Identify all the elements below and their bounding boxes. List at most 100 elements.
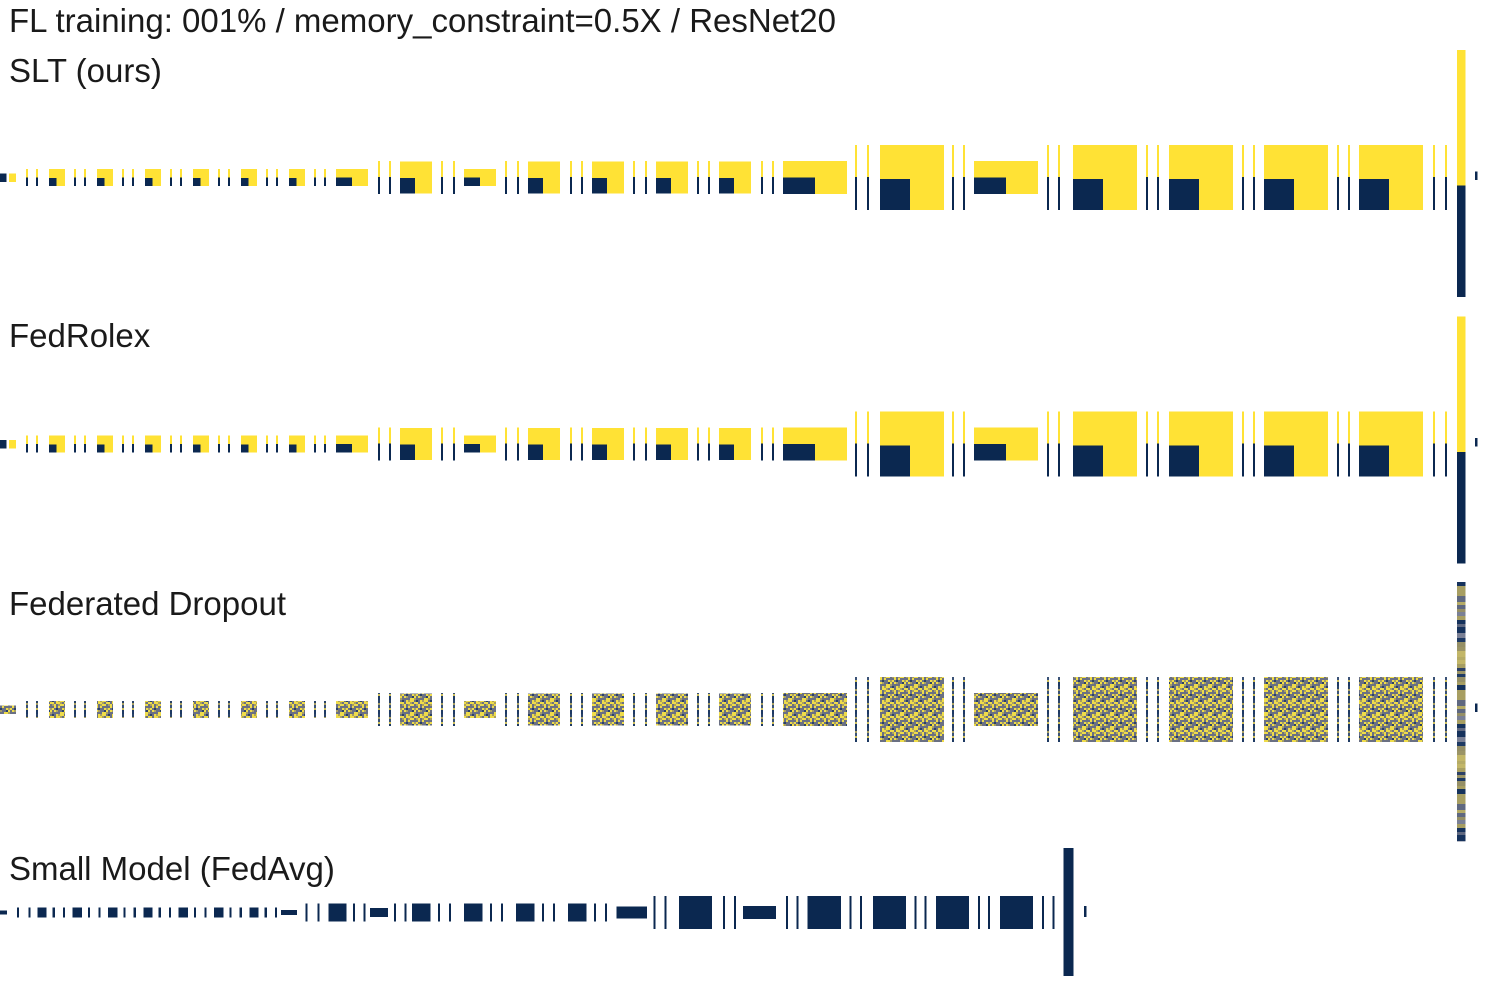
bn-tick	[1146, 677, 1149, 742]
bn-tick	[605, 903, 608, 922]
conv-block-trained	[464, 444, 480, 453]
bn-tick	[133, 907, 136, 918]
bn-tick	[697, 693, 700, 726]
bn-tick	[570, 177, 573, 194]
bn-tick	[276, 701, 279, 718]
bn-tick	[449, 903, 452, 922]
row-label-small-model: Small Model (FedAvg)	[9, 850, 335, 887]
conv-block-trained	[974, 444, 1006, 461]
bn-tick	[570, 161, 573, 178]
bn-tick	[1445, 176, 1448, 210]
bn-tick	[963, 176, 966, 210]
conv-block	[249, 907, 259, 918]
conv-block	[616, 906, 647, 919]
bn-tick	[170, 701, 173, 718]
bn-tick	[36, 169, 39, 178]
bn-tick	[228, 701, 231, 718]
bn-tick	[158, 907, 161, 918]
bn-tick	[314, 169, 317, 178]
bn-tick	[122, 701, 125, 718]
bn-tick	[645, 443, 648, 461]
bn-tick	[132, 435, 135, 444]
conv-block-trained	[719, 178, 735, 194]
bn-tick	[1348, 443, 1351, 477]
bn-tick	[867, 443, 870, 477]
bn-tick	[266, 701, 269, 718]
row-label-fedrolex: FedRolex	[9, 317, 151, 354]
bn-tick	[170, 443, 173, 453]
conv-block	[516, 903, 535, 922]
conv-block-trained	[592, 444, 608, 460]
conv-block	[214, 907, 224, 918]
bn-tick	[132, 701, 135, 718]
bn-tick	[697, 161, 700, 178]
bn-tick	[645, 161, 648, 178]
conv-block	[145, 701, 161, 718]
bn-tick	[761, 161, 764, 178]
bn-tick	[505, 443, 508, 461]
bn-tick	[581, 177, 584, 194]
conv-block	[719, 693, 751, 726]
bn-tick	[228, 443, 231, 453]
bn-tick	[1157, 176, 1160, 210]
bn-tick	[645, 693, 648, 726]
row-label-slt: SLT (ours)	[9, 52, 162, 89]
bn-tick	[867, 677, 870, 742]
bn-tick	[645, 177, 648, 194]
bn-tick	[453, 427, 456, 444]
input-conv	[0, 910, 7, 915]
bn-tick	[389, 177, 392, 194]
bn-tick	[1433, 145, 1436, 177]
bn-tick	[1253, 145, 1256, 177]
bn-tick	[275, 907, 278, 918]
bn-tick	[317, 903, 320, 922]
bn-tick	[1445, 145, 1448, 177]
bn-tick	[453, 161, 456, 178]
bn-tick	[314, 443, 317, 453]
bn-tick	[264, 907, 267, 918]
bn-tick	[324, 443, 327, 453]
bn-tick	[1348, 411, 1351, 444]
bn-tick	[228, 169, 231, 178]
bn-tick	[708, 693, 711, 726]
bn-tick	[952, 145, 955, 177]
conv-block-trained	[656, 178, 672, 194]
bn-tick	[1146, 443, 1149, 477]
bn-tick	[1058, 145, 1061, 177]
bn-tick	[542, 903, 545, 922]
bn-tick	[266, 435, 269, 444]
bn-tick	[218, 701, 221, 718]
row-blocks-small-model	[0, 848, 1087, 976]
bn-tick	[378, 443, 381, 461]
bn-tick	[653, 896, 656, 929]
bn-tick	[772, 177, 775, 194]
bn-tick	[867, 145, 870, 177]
bn-tick	[218, 443, 221, 453]
bn-tick	[363, 903, 366, 922]
bn-tick	[978, 896, 981, 929]
bn-tick	[505, 161, 508, 178]
conv-block-trained	[1359, 178, 1390, 210]
bn-tick	[324, 169, 327, 178]
bn-tick	[708, 161, 711, 178]
bn-tick	[378, 693, 381, 726]
bn-tick	[74, 177, 77, 186]
conv-block-trained	[400, 178, 416, 194]
conv-block	[193, 701, 209, 718]
bn-tick	[305, 903, 308, 922]
bn-tick	[1042, 896, 1045, 929]
conv-block	[807, 896, 841, 929]
conv-block	[936, 896, 969, 929]
row-blocks-fedrolex	[0, 316, 1478, 564]
bn-tick	[122, 177, 125, 186]
conv-block	[464, 701, 496, 718]
conv-block	[328, 903, 347, 922]
conv-block	[1359, 677, 1423, 742]
bn-tick	[180, 177, 183, 186]
bn-tick	[952, 677, 955, 742]
bn-tick	[761, 693, 764, 726]
bn-tick	[453, 177, 456, 194]
bn-tick	[228, 177, 231, 186]
bn-tick	[204, 907, 207, 918]
conv-block-trained	[289, 177, 297, 186]
